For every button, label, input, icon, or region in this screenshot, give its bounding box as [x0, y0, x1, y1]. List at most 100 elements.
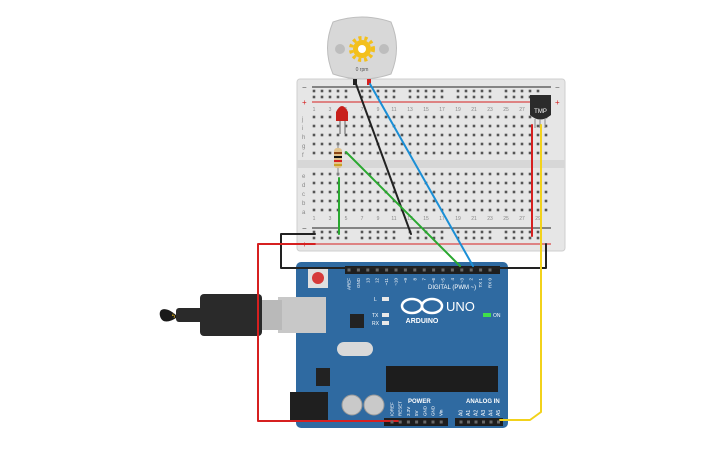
breadboard-hole[interactable] — [512, 181, 516, 185]
breadboard-hole[interactable] — [488, 181, 492, 185]
breadboard-hole[interactable] — [344, 124, 348, 128]
breadboard-hole[interactable] — [464, 172, 468, 176]
breadboard-hole[interactable] — [360, 124, 364, 128]
rail-hole[interactable] — [520, 89, 524, 93]
rail-hole[interactable] — [504, 230, 508, 234]
breadboard-hole[interactable] — [504, 190, 508, 194]
breadboard-hole[interactable] — [352, 142, 356, 146]
rail-hole[interactable] — [392, 236, 396, 240]
breadboard-hole[interactable] — [416, 181, 420, 185]
breadboard-hole[interactable] — [488, 133, 492, 137]
rail-hole[interactable] — [472, 95, 476, 99]
breadboard-hole[interactable] — [344, 190, 348, 194]
breadboard-hole[interactable] — [456, 181, 460, 185]
breadboard-hole[interactable] — [528, 199, 532, 203]
wire-green[interactable] — [345, 151, 461, 267]
breadboard-hole[interactable] — [440, 181, 444, 185]
breadboard-hole[interactable] — [496, 124, 500, 128]
breadboard-hole[interactable] — [448, 124, 452, 128]
breadboard-hole[interactable] — [424, 151, 428, 155]
rail-hole[interactable] — [536, 89, 540, 93]
breadboard-hole[interactable] — [456, 124, 460, 128]
rail-hole[interactable] — [336, 89, 340, 93]
breadboard-hole[interactable] — [400, 199, 404, 203]
rail-hole[interactable] — [408, 236, 412, 240]
breadboard-hole[interactable] — [536, 124, 540, 128]
breadboard-hole[interactable] — [432, 115, 436, 119]
breadboard-hole[interactable] — [440, 142, 444, 146]
rail-hole[interactable] — [432, 230, 436, 234]
rail-hole[interactable] — [536, 236, 540, 240]
breadboard-hole[interactable] — [504, 172, 508, 176]
breadboard-hole[interactable] — [480, 115, 484, 119]
header-pin[interactable] — [394, 268, 398, 272]
rail-hole[interactable] — [416, 230, 420, 234]
breadboard-hole[interactable] — [376, 124, 380, 128]
breadboard-hole[interactable] — [488, 115, 492, 119]
motor-terminal[interactable] — [367, 79, 371, 85]
breadboard-hole[interactable] — [432, 151, 436, 155]
breadboard-hole[interactable] — [472, 181, 476, 185]
breadboard-hole[interactable] — [360, 208, 364, 212]
header-pin[interactable] — [423, 420, 427, 424]
rail-hole[interactable] — [464, 89, 468, 93]
breadboard-hole[interactable] — [480, 190, 484, 194]
breadboard-hole[interactable] — [448, 115, 452, 119]
breadboard-hole[interactable] — [360, 133, 364, 137]
breadboard-hole[interactable] — [496, 190, 500, 194]
rail-hole[interactable] — [480, 89, 484, 93]
rail-hole[interactable] — [512, 230, 516, 234]
breadboard-hole[interactable] — [400, 151, 404, 155]
breadboard-hole[interactable] — [360, 172, 364, 176]
breadboard-hole[interactable] — [376, 190, 380, 194]
breadboard-hole[interactable] — [464, 133, 468, 137]
breadboard-hole[interactable] — [448, 190, 452, 194]
rail-hole[interactable] — [432, 89, 436, 93]
breadboard-hole[interactable] — [312, 199, 316, 203]
breadboard-hole[interactable] — [432, 190, 436, 194]
breadboard-hole[interactable] — [360, 181, 364, 185]
header-pin[interactable] — [479, 268, 483, 272]
breadboard-hole[interactable] — [440, 115, 444, 119]
breadboard-hole[interactable] — [456, 199, 460, 203]
breadboard-hole[interactable] — [416, 115, 420, 119]
breadboard-hole[interactable] — [520, 172, 524, 176]
breadboard-hole[interactable] — [520, 199, 524, 203]
red-led[interactable] — [336, 106, 348, 134]
rail-hole[interactable] — [392, 230, 396, 234]
breadboard-hole[interactable] — [376, 172, 380, 176]
breadboard-hole[interactable] — [456, 190, 460, 194]
rail-hole[interactable] — [368, 89, 372, 93]
breadboard-hole[interactable] — [352, 151, 356, 155]
header-pin[interactable] — [441, 268, 445, 272]
rail-hole[interactable] — [432, 236, 436, 240]
breadboard-hole[interactable] — [512, 172, 516, 176]
breadboard-hole[interactable] — [536, 190, 540, 194]
breadboard-hole[interactable] — [488, 190, 492, 194]
breadboard-hole[interactable] — [536, 142, 540, 146]
breadboard-hole[interactable] — [520, 181, 524, 185]
breadboard-hole[interactable] — [352, 190, 356, 194]
breadboard-hole[interactable] — [432, 142, 436, 146]
usb-cable[interactable]: ϟ — [159, 294, 282, 336]
rail-hole[interactable] — [328, 230, 332, 234]
rail-hole[interactable] — [376, 89, 380, 93]
rail-hole[interactable] — [520, 230, 524, 234]
breadboard-hole[interactable] — [400, 115, 404, 119]
header-pin[interactable] — [366, 268, 370, 272]
breadboard-hole[interactable] — [480, 208, 484, 212]
breadboard-hole[interactable] — [464, 199, 468, 203]
rail-hole[interactable] — [376, 236, 380, 240]
rail-hole[interactable] — [368, 236, 372, 240]
breadboard-hole[interactable] — [384, 124, 388, 128]
breadboard-hole[interactable] — [320, 199, 324, 203]
breadboard-hole[interactable] — [440, 199, 444, 203]
header-pin[interactable] — [450, 268, 454, 272]
breadboard-hole[interactable] — [360, 199, 364, 203]
breadboard-hole[interactable] — [328, 181, 332, 185]
breadboard-hole[interactable] — [312, 142, 316, 146]
header-pin[interactable] — [460, 268, 464, 272]
breadboard-hole[interactable] — [376, 208, 380, 212]
arduino-uno[interactable]: ARDUINO UNO DIGITAL (PWM ~) POWER ANALOG… — [278, 262, 508, 428]
breadboard-hole[interactable] — [544, 133, 548, 137]
